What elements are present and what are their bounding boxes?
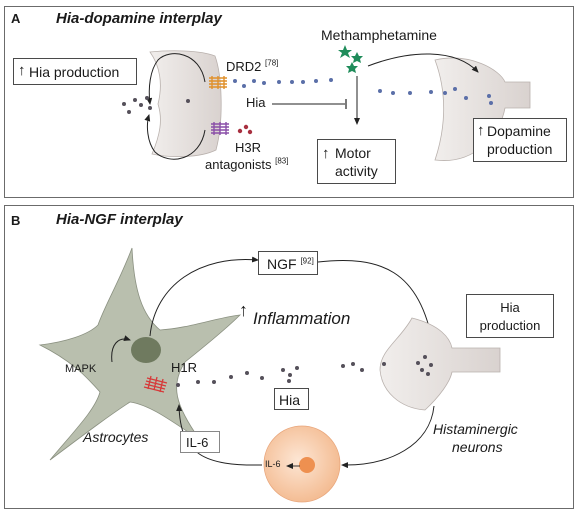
- hia-production-box: ↑ Hia production: [13, 58, 137, 85]
- dopamine-production-box: ↑ Dopamine production: [473, 118, 567, 162]
- mapk-loop-arrow: [111, 335, 131, 363]
- histaminergic-neuron-b: [379, 317, 501, 411]
- hia-production-b-line2: production: [479, 318, 541, 333]
- antagonists-label: antagonists [83]: [205, 156, 289, 172]
- il6-box-label: IL-6: [186, 435, 209, 450]
- ngf-label: NGF [92]: [267, 256, 314, 272]
- hia-label-a: Hia: [246, 95, 266, 110]
- histaminergic-line2: neurons: [452, 439, 503, 455]
- hia-production-b-line1: Hia: [500, 300, 520, 315]
- histamine-dots-terminal-a: [122, 96, 190, 114]
- il6-cell-label: IL-6: [265, 459, 281, 469]
- ngf-text: NGF: [267, 256, 297, 272]
- drd2-ref: [78]: [265, 58, 279, 68]
- il6-cell-nucleus: [299, 457, 315, 473]
- methamphetamine-label: Methamphetamine: [321, 27, 437, 43]
- il6-cell-to-astrocyte-arrow: [176, 404, 263, 466]
- panel-b-title: Hia-NGF interplay: [56, 211, 183, 228]
- dopamine-line2: production: [487, 141, 553, 157]
- methamphetamine-star-icons: [338, 45, 363, 73]
- hia-label-b: Hia: [279, 392, 301, 408]
- il6-box: IL-6: [180, 431, 220, 453]
- astrocytes-label: Astrocytes: [83, 429, 149, 445]
- motor-activity-line1: Motor: [335, 145, 371, 161]
- neuron-to-il6-cell-arrow: [341, 405, 435, 469]
- panel-b-letter: B: [11, 213, 21, 228]
- up-arrow-icon: ↑: [18, 62, 26, 79]
- motor-activity-box: ↑ Motor activity: [317, 139, 396, 184]
- h1r-receptor-icon: [143, 375, 168, 393]
- meth-to-dopamine-arrow: [367, 53, 479, 73]
- ngf-box: NGF [92]: [258, 251, 318, 275]
- dopamine-dots-synapse: [233, 78, 493, 105]
- h3r-label: H3R: [235, 140, 262, 155]
- inflammation-label: Inflammation: [253, 309, 351, 328]
- histamine-dots-panel-b: [176, 355, 433, 387]
- hia-production-box-b: Hia production: [466, 294, 554, 338]
- panel-a-letter: A: [11, 11, 21, 26]
- panel-a-title: Hia-dopamine interplay: [56, 10, 222, 27]
- ngf-to-hia-production-arrow: [317, 259, 435, 346]
- dopamine-line1: Dopamine: [487, 123, 551, 139]
- histaminergic-line1: Histaminergic: [433, 421, 518, 437]
- drd2-label: DRD2 [78]: [226, 58, 279, 74]
- panel-b: [4, 205, 574, 509]
- antagonists-ref: [83]: [275, 156, 289, 166]
- hia-production-label: Hia production: [29, 64, 120, 80]
- nucleus-to-ngf-arrow: [149, 256, 259, 337]
- ngf-ref: [92]: [300, 256, 314, 266]
- histaminergic-terminal-a: [149, 50, 222, 158]
- antagonists-text: antagonists: [205, 157, 272, 172]
- hia-box-b: Hia: [274, 388, 309, 410]
- h3r-antagonist-dots: [237, 124, 253, 135]
- up-arrow-icon: ↑: [239, 300, 248, 320]
- up-arrow-icon: ↑: [477, 122, 485, 139]
- loop-arrow-top-a: [146, 53, 206, 105]
- drd2-text: DRD2: [226, 59, 262, 74]
- motor-activity-line2: activity: [335, 163, 378, 179]
- drd2-receptor-icon: [209, 76, 227, 89]
- mapk-label: MAPK: [65, 363, 97, 375]
- h1r-label: H1R: [171, 360, 198, 375]
- h3r-receptor-icon: [211, 122, 229, 135]
- up-arrow-icon: ↑: [322, 145, 330, 162]
- loop-arrow-bottom-a: [144, 114, 206, 160]
- astrocyte-nucleus: [131, 337, 161, 363]
